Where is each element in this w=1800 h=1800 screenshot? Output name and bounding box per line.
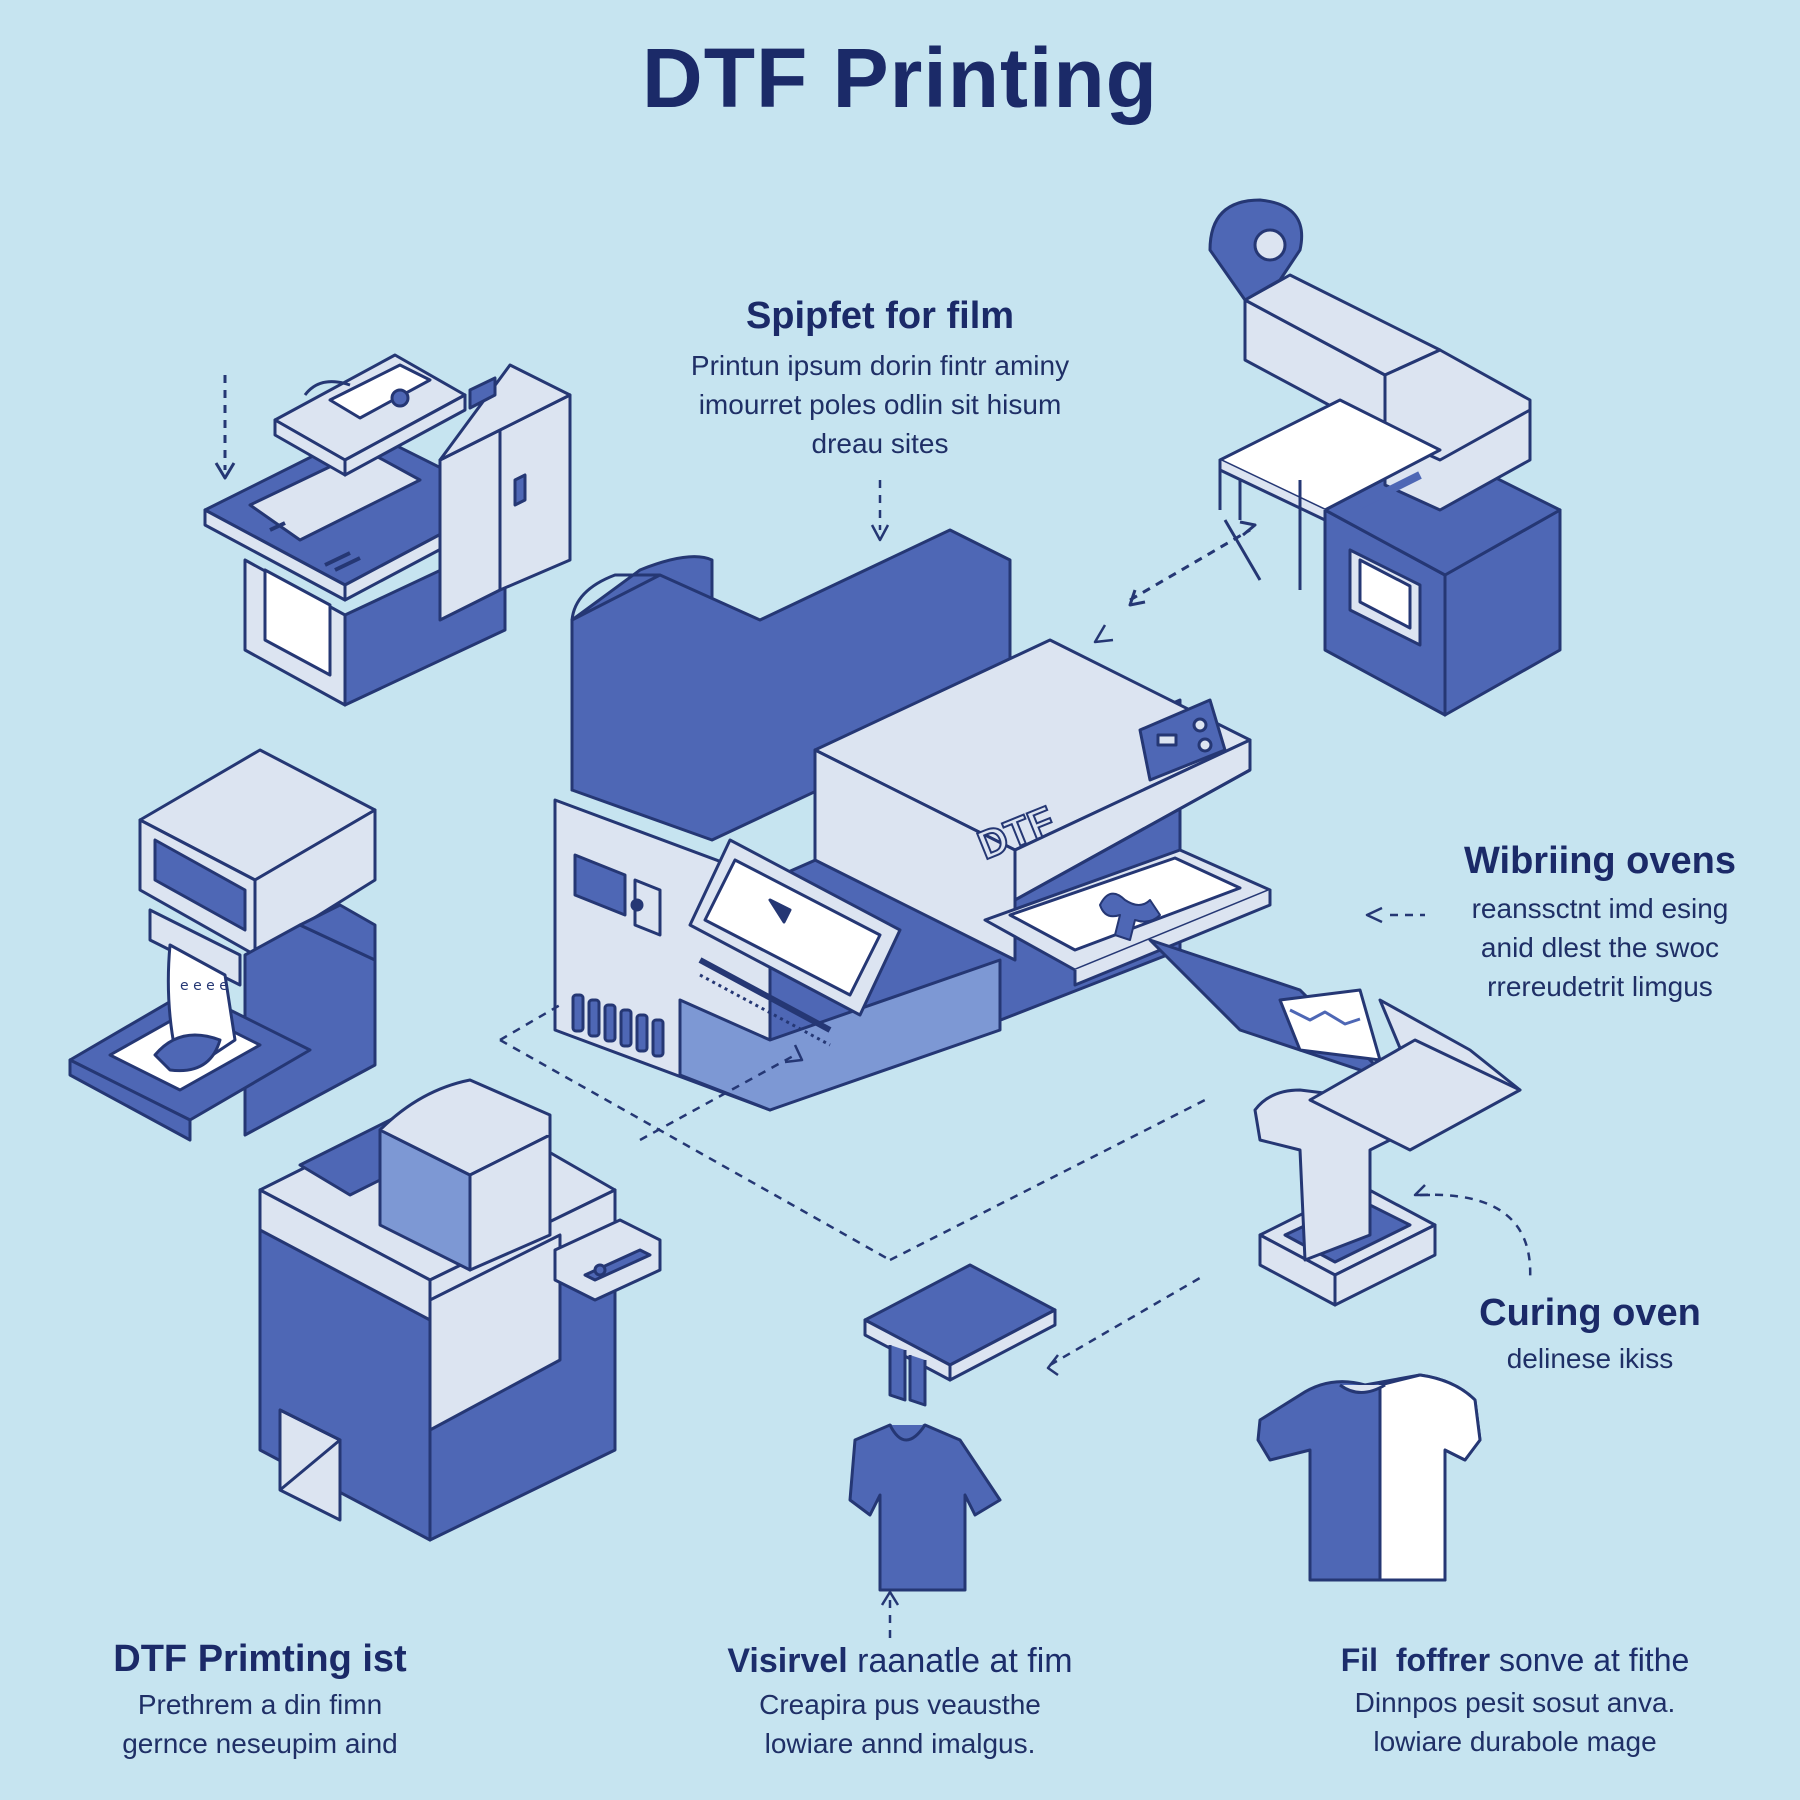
page-title: DTF Printing: [642, 31, 1158, 125]
label-wibring-line: anid dlest the swoc: [1480, 932, 1720, 963]
tshirt-blue: [848, 1423, 1002, 1592]
label-film-line: dreau sites: [811, 428, 949, 459]
vent-slots: [571, 993, 665, 1058]
label-bottom-middle: Visirvel raanatle at fim Creapira pus ve…: [680, 1642, 1120, 1763]
label-film: Spipfet for film Printun ipsum dorin fin…: [600, 295, 1160, 463]
connector-arrowheads: [784, 524, 1430, 1606]
label-bottom-left-title: DTF Primting ist: [113, 1638, 407, 1680]
label-curing-title: Curing oven: [1479, 1292, 1701, 1334]
label-wibring-title: Wibriing ovens: [1463, 840, 1736, 882]
label-bottom-right-line: lowiare durabole mage: [1373, 1726, 1657, 1757]
label-bottom-left-line: Prethrem a din fimn: [137, 1689, 383, 1720]
tshirt-two-tone: [1256, 1373, 1482, 1582]
label-film-line: Printun ipsum dorin fintr aminy: [690, 350, 1070, 381]
powder-shaker-unit: e e e e: [68, 748, 377, 1142]
label-bottom-right-title-bold: Fil foffrer: [1340, 1642, 1491, 1678]
small-heat-plate: [863, 1263, 1057, 1407]
label-curing: Curing oven delinese ikiss: [1440, 1292, 1740, 1378]
label-wibring-line: reanssctnt imd esing: [1471, 893, 1729, 924]
topright-heat-press: [1128, 198, 1562, 717]
label-bottom-middle-title-bold: Visirvel: [727, 1642, 848, 1680]
label-film-title: Spipfet for film: [745, 295, 1015, 337]
label-bottom-left: DTF Primting ist Prethrem a din fimn ger…: [70, 1638, 450, 1763]
label-bottom-left-line: gernce neseupim aind: [122, 1728, 398, 1759]
bottomleft-large-printer: [258, 1078, 662, 1542]
tshirt-press-station: [1253, 1038, 1522, 1307]
label-wibring-line: rrereudetrit limgus: [1487, 971, 1713, 1002]
label-wibring: Wibriing ovens reanssctnt imd esing anid…: [1410, 840, 1790, 1006]
label-bottom-middle-line: lowiare annd imalgus.: [764, 1728, 1036, 1759]
label-film-line: imourret poles odlin sit hisum: [698, 389, 1062, 420]
label-bottom-middle-line: Creapira pus veausthe: [759, 1689, 1041, 1720]
label-bottom-right-title-rest: sonve at fithe: [1490, 1642, 1690, 1678]
label-bottom-right: Fil foffrer sonve at fithe Dinnpos pesit…: [1290, 1642, 1740, 1761]
topleft-film-printer: [203, 353, 572, 707]
label-bottom-right-line: Dinnpos pesit sosut anva.: [1354, 1687, 1676, 1718]
central-dtf-printer: [553, 528, 1522, 1122]
label-bottom-middle-title-rest: raanatle at fim: [847, 1642, 1073, 1680]
label-curing-line: delinese ikiss: [1506, 1343, 1674, 1374]
dashed-connectors: [499, 480, 1532, 1640]
svg-text:e e e e: e e e e: [180, 978, 228, 994]
